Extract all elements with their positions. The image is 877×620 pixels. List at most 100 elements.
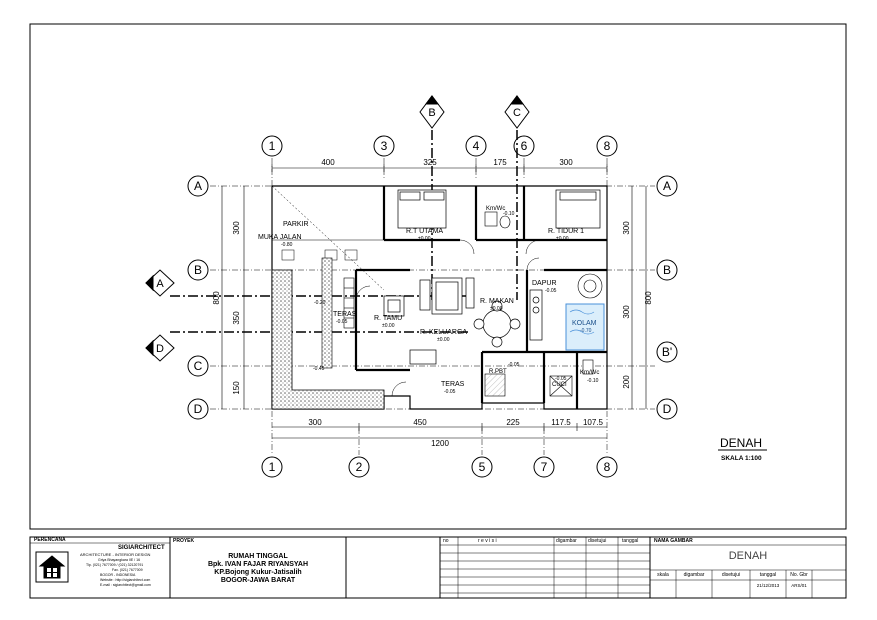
project-name: RUMAH TINGGAL — [228, 553, 288, 560]
dim-right-total: 800 — [644, 291, 653, 305]
level-label: -0.05 — [508, 362, 520, 368]
doors — [355, 239, 541, 397]
grid-label-left: B — [194, 263, 202, 277]
grid-bubble — [596, 135, 618, 157]
dim-top: 175 — [493, 158, 507, 167]
grid-bubble — [656, 259, 678, 281]
grid-bubble — [513, 135, 535, 157]
grid-bubble — [187, 175, 209, 197]
grid-bubbles-left — [187, 175, 209, 420]
firm-fax: Fax. (021) 7677009 — [112, 568, 143, 572]
grid-label-left: C — [194, 359, 203, 373]
titleblock-grid — [30, 537, 846, 598]
grid-bubble — [465, 135, 487, 157]
dim-total: 1200 — [431, 439, 449, 448]
drawing-scale: SKALA 1:100 — [721, 455, 762, 462]
room-label: Km/Wc — [486, 206, 505, 212]
room-label: MUKA JALAN — [258, 234, 302, 241]
dim-right: 300 — [622, 221, 631, 235]
rev-col-tanggal: tanggal — [622, 538, 639, 544]
grid-bubble — [656, 398, 678, 420]
rev-col-disetujui: disetujui — [588, 538, 607, 544]
grid-label-top: 6 — [521, 139, 528, 153]
level-label: ±0.00 — [382, 323, 395, 329]
parking-lines — [271, 185, 385, 291]
section-marker-b — [419, 95, 445, 129]
grid-bubble — [471, 456, 493, 478]
level-label: -0.05 — [336, 319, 348, 325]
project-address: KP.Bojong Kukur-Jatisalih — [214, 569, 302, 576]
dim-bottom: 117.5 — [551, 418, 571, 427]
col-skala: skala — [657, 572, 669, 578]
col-digambar: digambar — [683, 572, 705, 578]
section-marker-c — [504, 95, 530, 129]
grid-label-bottom: 5 — [479, 460, 486, 474]
titleblock-frame — [29, 536, 847, 599]
proyek-label: PROYEK — [173, 538, 195, 544]
grid-bubble — [596, 456, 618, 478]
firm-logo — [35, 551, 69, 583]
grid-bubbles-right — [656, 175, 678, 420]
grid-label-bottom: 1 — [269, 460, 276, 474]
dim-top: 300 — [559, 158, 573, 167]
grid-label-right: A — [663, 179, 671, 193]
level-label: -0.05 — [545, 288, 557, 294]
rev-col-revisi: r e v i s i — [478, 538, 497, 544]
level-label: -0.05 — [555, 376, 567, 382]
level-label: -0.20 — [314, 300, 326, 306]
dim-right: 300 — [622, 305, 631, 319]
project-city: BOGOR-JAWA BARAT — [220, 577, 296, 584]
section-label: D — [156, 343, 164, 355]
grid-bubbles-bottom — [261, 456, 618, 478]
room-label: DAPUR — [532, 280, 557, 287]
level-label: ±0.00 — [490, 306, 503, 312]
dim-right: 200 — [622, 375, 631, 389]
furniture — [383, 277, 543, 365]
level-label: -0.10 — [587, 378, 599, 384]
dimension-lines — [221, 164, 647, 439]
grid-label-top: 3 — [381, 139, 388, 153]
firm-phone: Tlp. (021) 7677009 / (021) 32120791 — [86, 563, 144, 567]
level-label: -0.70 — [580, 328, 592, 334]
room-label: R.T UTAMA — [406, 228, 443, 235]
level-label: -0.10 — [503, 211, 515, 217]
stairs — [343, 277, 355, 329]
drawing-title: DENAH — [720, 436, 762, 450]
room-label: R. TIDUR 1 — [548, 228, 584, 235]
grid-label-bottom: 2 — [356, 460, 363, 474]
dim-left-total: 800 — [212, 291, 221, 305]
grid-bubble — [261, 135, 283, 157]
section-marker-a — [145, 269, 175, 297]
col-disetujui: disetujui — [721, 572, 741, 578]
col-tanggal: tanggal — [759, 572, 777, 578]
room-label: TERAS — [333, 311, 357, 318]
dim-bottom: 225 — [506, 418, 520, 427]
room-label: TERAS — [441, 381, 465, 388]
beds — [397, 189, 601, 229]
level-label: ±0.00 — [437, 337, 450, 343]
dim-bottom: 300 — [308, 418, 322, 427]
grid-bubble — [533, 456, 555, 478]
room-label: CUCI — [552, 382, 567, 388]
dim-left: 350 — [232, 311, 241, 325]
room-label: KOLAM — [572, 320, 597, 327]
dim-left: 300 — [232, 221, 241, 235]
level-label: ±0.00 — [418, 236, 431, 242]
dim-bottom: 107.5 — [583, 418, 604, 427]
firm-email: E-mail : sigiarchitect@gmail.com — [100, 583, 151, 587]
level-label: -0.05 — [444, 389, 456, 395]
firm-name: SIGIARCHITECT — [118, 545, 165, 551]
col-no-gbr: No. Gbr — [790, 572, 808, 578]
project-client: Bpk. IVAN FAJAR RIYANSYAH — [207, 561, 309, 568]
grid-bubble — [656, 175, 678, 197]
room-label: R. MAKAN — [480, 298, 514, 305]
dim-bottom: 450 — [413, 418, 427, 427]
grid-bubble — [187, 355, 209, 377]
room-label: R.PBT — [489, 369, 507, 375]
firm-address: Griya Bhayangkara IIE / 16 — [98, 558, 141, 562]
drawing-frame — [29, 23, 847, 530]
grid-label-top: 4 — [473, 139, 480, 153]
nama-gambar: DENAH — [728, 550, 768, 562]
grid-label-top: 1 — [269, 139, 276, 153]
